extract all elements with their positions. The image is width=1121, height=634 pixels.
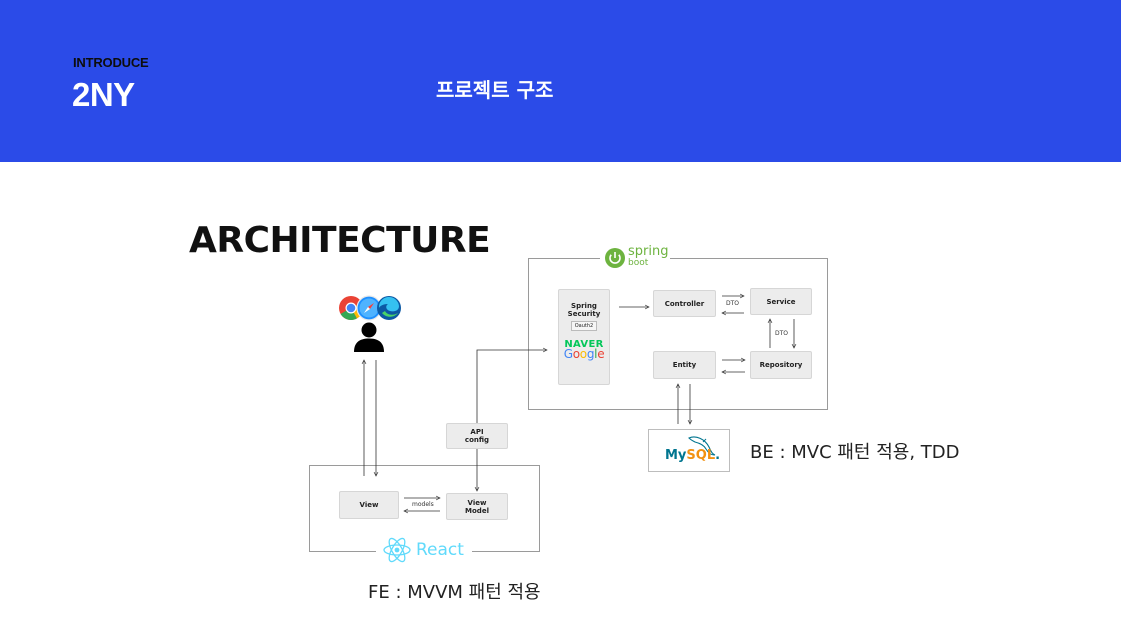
entity-box: Entity xyxy=(653,351,716,379)
controller-box: Controller xyxy=(653,290,716,317)
dto-label-service-repository: DTO xyxy=(775,330,789,337)
repository-box: Repository xyxy=(750,351,812,379)
api-config-line1: API xyxy=(470,428,484,436)
react-logo: React xyxy=(376,536,472,564)
naver-logo: NAVER xyxy=(564,339,604,350)
api-config-line2: config xyxy=(464,436,490,444)
view-model-line2: Model xyxy=(465,506,489,515)
react-atom-icon xyxy=(383,537,411,563)
header-bar xyxy=(0,0,1121,162)
service-box: Service xyxy=(750,288,812,315)
section-label: INTRODUCE xyxy=(73,55,149,70)
dolphin-icon xyxy=(688,436,716,456)
user-icon xyxy=(354,322,384,352)
backend-caption: BE : MVC 패턴 적용, TDD xyxy=(750,442,960,463)
power-icon xyxy=(605,248,625,268)
mysql-box: MySQL. xyxy=(648,429,730,472)
view-model-box: View Model xyxy=(446,493,508,520)
spring-boot-logo: spring boot xyxy=(600,244,670,272)
react-logo-text: React xyxy=(416,540,464,560)
view-model-line1: View xyxy=(467,498,487,507)
frontend-caption: FE : MVVM 패턴 적용 xyxy=(368,582,541,603)
brand-title: 2NY xyxy=(72,76,135,113)
oauth2-badge: Oauth2 xyxy=(570,321,598,331)
models-label: models xyxy=(412,501,434,508)
architecture-title: ARCHITECTURE xyxy=(189,220,491,261)
mysql-logo-text: MySQL. xyxy=(665,448,721,463)
edge-icon xyxy=(377,296,401,320)
spring-security-box: Spring Security Oauth2 NAVER Google xyxy=(558,289,610,385)
slide-title: 프로젝트 구조 xyxy=(436,78,554,102)
spring-security-line1: Spring xyxy=(571,302,597,310)
api-config-box: API config xyxy=(446,423,508,449)
spring-logo-text: spring xyxy=(628,244,669,259)
safari-icon xyxy=(356,295,382,321)
browser-icons xyxy=(338,295,404,323)
dto-label-controller-service: DTO xyxy=(726,300,740,307)
view-box: View xyxy=(339,491,399,519)
google-logo: Google xyxy=(563,347,605,361)
spring-security-line2: Security xyxy=(567,310,601,318)
boot-logo-text: boot xyxy=(628,258,649,268)
